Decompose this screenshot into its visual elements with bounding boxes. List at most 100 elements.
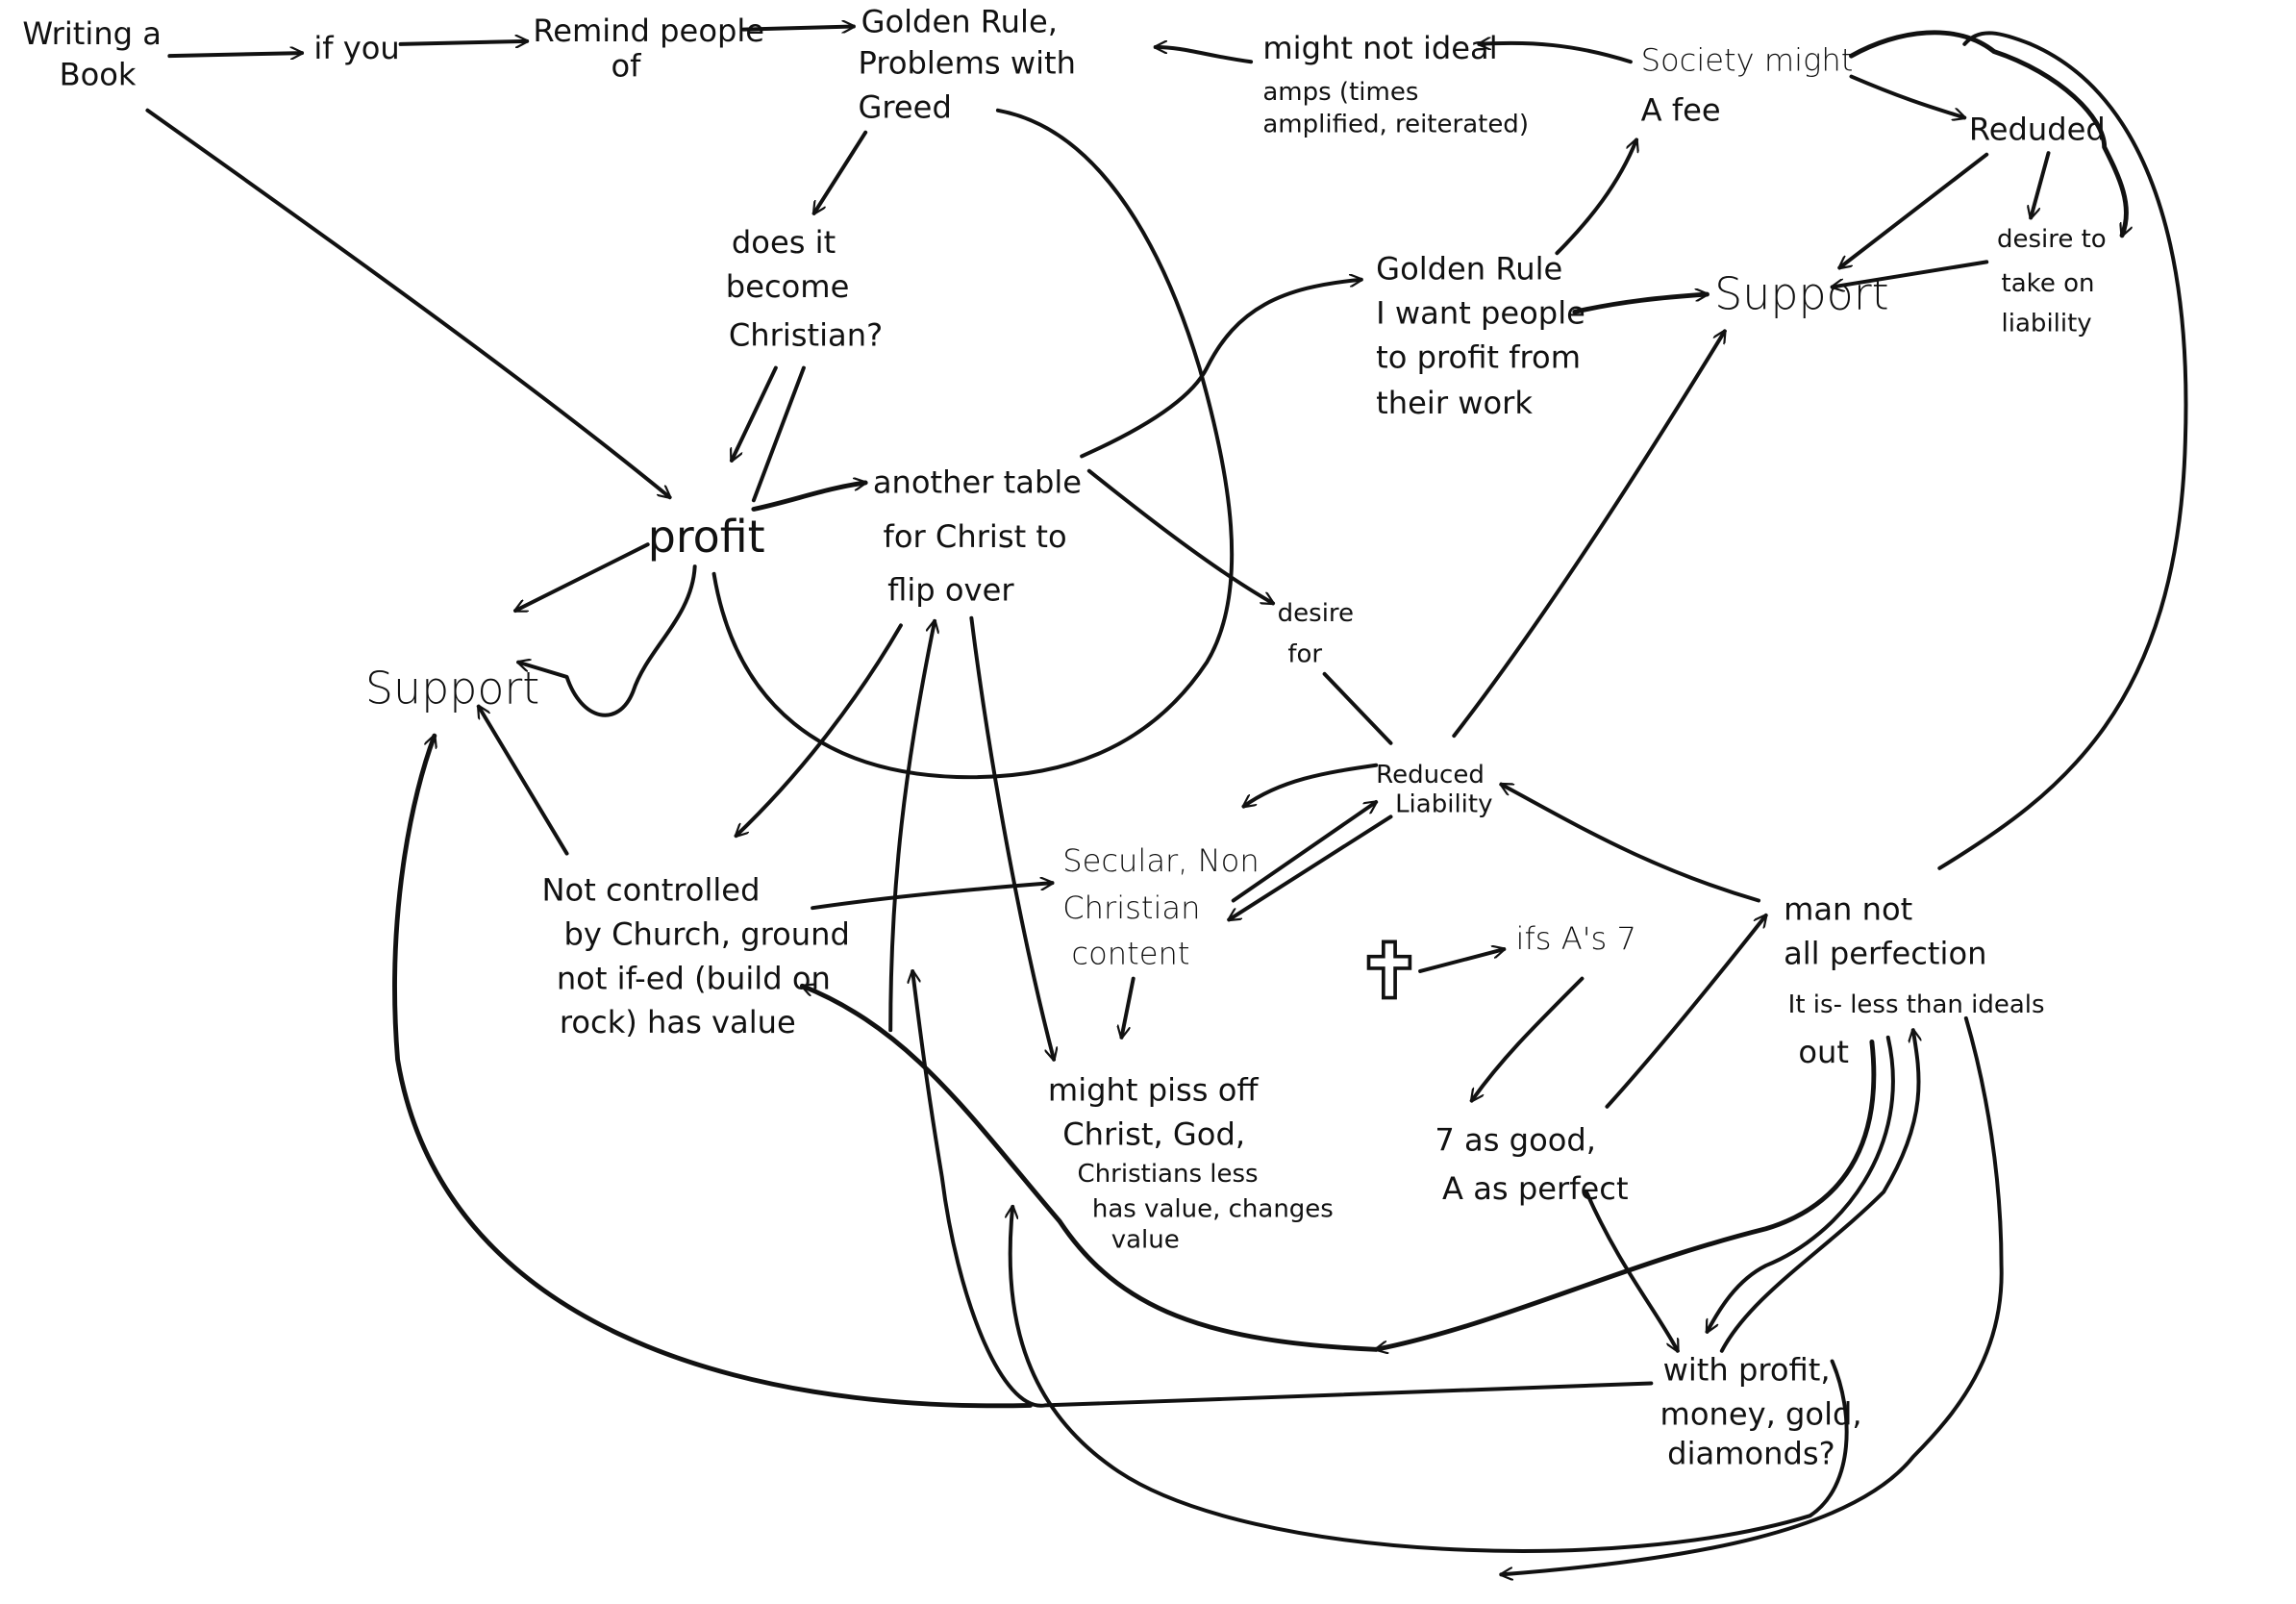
edge-reduded-desire (2031, 151, 2051, 217)
edge-profit-support (515, 542, 650, 614)
node-writing-book: Writing a Book (22, 15, 162, 93)
edge-christian-profit2 (751, 365, 806, 503)
edge-pissoff-table (888, 621, 935, 1033)
node-profit: profit (648, 511, 765, 563)
edge-seven-man (1605, 915, 1765, 1109)
node-piss-off: might piss off Christ, God, Christians l… (1048, 1072, 1334, 1255)
edge-golden-society (1555, 139, 1636, 256)
edge-goldenprofit-support (1572, 294, 1710, 314)
edge-table-golden (1080, 280, 1361, 459)
edge-reduced-support (1452, 331, 1725, 739)
edge-ifs-seven (1472, 976, 1585, 1101)
node-line: has value, changes (1092, 1195, 1334, 1224)
node-line: Secular, Non (1062, 842, 1259, 879)
node-support-left: Support (365, 662, 539, 714)
node-line: Society might (1641, 41, 1854, 78)
edge-man-loop (1376, 1039, 1877, 1349)
node-with-profit: with profit, money, gold, diamonds? (1660, 1351, 1862, 1471)
node-remind: Remind people of (533, 13, 764, 85)
node-become-christian: does it become Christian? (726, 224, 883, 353)
node-line: Christian? (729, 317, 883, 354)
edge-notcontrolled-support (476, 707, 569, 856)
node-line: A fee (1641, 91, 1721, 128)
node-line: Christian (1062, 890, 1200, 926)
node-line: diamonds? (1667, 1436, 1835, 1472)
edge-big-loop (711, 108, 1235, 780)
node-desire-liability: desire to take on liability (1997, 225, 2107, 338)
node-society: Society might A fee (1641, 41, 1854, 128)
node-line: Book (60, 57, 137, 93)
edge-christian-profit (732, 365, 778, 461)
edge-cross-ifs (1418, 949, 1504, 973)
node-line: not if-ed (build on (557, 960, 831, 996)
node-golden-rule-profit: Golden Rule I want people to profit from… (1376, 251, 1585, 421)
node-line: desire (1278, 599, 1354, 628)
node-support-right: Support (1714, 267, 1888, 319)
node-line: by Church, ground (563, 915, 849, 952)
edges (145, 27, 2188, 1575)
edge-table-desire (1086, 468, 1273, 606)
node-line: does it (732, 224, 836, 261)
node-line: rock) has value (560, 1004, 796, 1040)
node-line: 7 as good, (1435, 1122, 1596, 1159)
node-line: of (611, 48, 641, 85)
edge-book-profit (145, 108, 669, 497)
node-line: take on (2002, 269, 2095, 298)
node-line: Problems with (859, 45, 1076, 82)
node-line: Remind people (533, 13, 764, 49)
node-line: Golden Rule (1376, 251, 1562, 288)
edge-reduced-secular (1243, 763, 1379, 807)
node-line: might piss off (1048, 1072, 1259, 1109)
edge-notcontrolled-secular (811, 883, 1055, 911)
node-desire-for: desire for (1278, 599, 1354, 669)
node-line: amps (times (1262, 78, 1418, 107)
node-line: with profit, (1663, 1351, 1831, 1388)
node-not-controlled: Not controlled by Church, ground not if-… (542, 872, 850, 1041)
node-seven-good: 7 as good, A as perfect (1435, 1122, 1628, 1207)
edge-profit-loop (518, 564, 697, 717)
edge-book-ifyou (167, 53, 305, 56)
node-line: for Christ to (884, 518, 1067, 555)
cross-icon (1366, 940, 1412, 1000)
edge-withprofit-left (912, 971, 1654, 1408)
node-line: content (1071, 935, 1189, 971)
node-line: might not ideal (1262, 30, 1497, 66)
edge-desirefor-reduced (1322, 671, 1393, 745)
edge-society-mightnot (1477, 43, 1633, 64)
node-line: I want people (1376, 295, 1585, 332)
edge-secular-pissoff (1121, 976, 1136, 1038)
edge-ifyou-remind (398, 41, 530, 44)
node-line: man not (1784, 890, 1912, 927)
node-might-not-ideal: might not ideal amps (times amplified, r… (1262, 30, 1529, 139)
node-line: their work (1376, 385, 1533, 421)
edge-secular-reduced (1231, 802, 1376, 903)
node-line: Christians less (1078, 1160, 1259, 1189)
edge-man-down (1499, 1015, 2004, 1574)
node-line: Reduced (1376, 761, 1485, 789)
node-line: another table (873, 464, 1082, 501)
edge-golden-christian (814, 130, 868, 213)
edge-table-pissoff (969, 615, 1054, 1060)
node-line: A as perfect (1442, 1170, 1629, 1207)
edge-profit-table (751, 483, 868, 512)
node-line: to profit from (1376, 339, 1581, 376)
node-line: Greed (859, 88, 952, 125)
edge-mightnot-golden (1153, 47, 1254, 64)
edge-man-top (1937, 31, 2188, 870)
edge-society-reduded (1849, 74, 1964, 118)
node-line: liability (2002, 309, 2092, 338)
node-golden-rule-greed: Golden Rule, Problems with Greed (859, 4, 1076, 126)
node-line: become (726, 268, 850, 305)
node-another-table: another table for Christ to flip over (873, 464, 1082, 609)
node-line: Not controlled (542, 872, 761, 909)
edge-society-loop (1849, 30, 2126, 236)
edge-table-notcontrolled (736, 623, 903, 836)
edge-desire-support (1833, 260, 1989, 287)
edge-withprofit-support (392, 736, 1034, 1409)
node-line: out (1798, 1034, 1849, 1070)
node-ifs: ifs A's 7 (1516, 920, 1636, 957)
node-line: money, gold, (1660, 1395, 1862, 1432)
edge-cross-notcontrolled (802, 986, 1379, 1352)
edge-man-reduced (1501, 782, 1761, 903)
node-line: It is- less than ideals (1788, 990, 2045, 1019)
